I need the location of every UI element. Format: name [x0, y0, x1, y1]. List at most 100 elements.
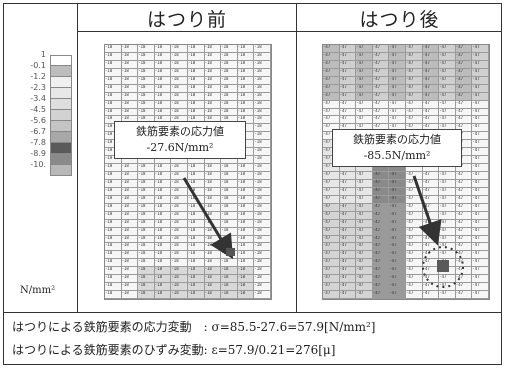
mesh-cell: -47	[389, 60, 406, 69]
mesh-cell: -47	[339, 76, 357, 85]
mesh-cell: -47	[356, 243, 373, 252]
mesh-cell: -47	[472, 132, 489, 141]
mesh-cell: -47	[455, 275, 473, 284]
mesh-cell: -18	[121, 259, 139, 268]
mesh-cell: -18	[221, 195, 238, 204]
mesh-cell: -18	[105, 227, 122, 236]
mesh-cell: -47	[356, 203, 373, 212]
mesh-cell: -18	[254, 211, 271, 220]
mesh-cell: -47	[389, 275, 406, 284]
callout-after: 鉄筋要素の応力値 -85.5N/mm²	[332, 129, 462, 167]
mesh-cell: -18	[237, 291, 255, 299]
mesh-cell: -18	[154, 45, 172, 53]
mesh-cell: -47	[323, 243, 340, 252]
mesh-cell: -18	[105, 275, 122, 284]
mesh-cell: -47	[372, 235, 390, 244]
mesh-cell: -47	[372, 92, 390, 101]
mesh-cell: -18	[237, 187, 255, 196]
mesh-cell: -18	[105, 243, 122, 252]
mesh-cell: -47	[372, 291, 390, 299]
mesh-cell: -18	[154, 259, 172, 268]
mesh-cell: -47	[339, 108, 357, 117]
mesh-cell: -18	[121, 283, 139, 292]
mesh-cell: -47	[455, 84, 473, 93]
mesh-cell: -47	[422, 203, 440, 212]
mesh-cell: -47	[356, 219, 373, 228]
mesh-cell: -47	[472, 140, 489, 149]
mesh-cell: -47	[472, 156, 489, 165]
legend-swatch	[50, 55, 72, 66]
mesh-cell: -18	[138, 195, 155, 204]
mesh-cell: -47	[356, 283, 373, 292]
mesh-cell: -18	[188, 45, 205, 53]
mesh-cell: -18	[121, 211, 139, 220]
mesh-cell: -18	[188, 267, 205, 276]
mesh-cell: -18	[204, 84, 222, 93]
mesh-cell: -47	[439, 108, 456, 117]
mesh-cell: -18	[154, 92, 172, 101]
mesh-cell: -47	[439, 179, 456, 188]
mesh-cell: -18	[204, 172, 222, 180]
mesh-cell: -47	[339, 243, 357, 252]
callout-after-title: 鉄筋要素の応力値	[353, 133, 441, 146]
mesh-cell: -18	[254, 92, 271, 101]
mesh-cell: -18	[121, 52, 139, 61]
mesh-cell: -18	[138, 275, 155, 284]
mesh-cell: -18	[188, 283, 205, 292]
mesh-cell: -47	[339, 251, 357, 260]
mesh-cell: -18	[154, 60, 172, 69]
mesh-cell: -47	[422, 283, 440, 292]
mesh-cell: -47	[389, 203, 406, 212]
mesh-cell: -47	[472, 259, 489, 268]
mesh-cell: -47	[356, 275, 373, 284]
mesh-cell: -47	[472, 100, 489, 109]
mesh-cell: -18	[138, 179, 155, 188]
mesh-cell: -18	[221, 267, 238, 276]
mesh-cell: -18	[121, 92, 139, 101]
mesh-cell: -18	[121, 219, 139, 228]
mesh-cell: -18	[105, 291, 122, 299]
mesh-cell: -47	[339, 227, 357, 236]
mesh-cell: -18	[254, 172, 271, 180]
mesh-cell: -47	[356, 92, 373, 101]
mesh-cell: -18	[138, 92, 155, 101]
mesh-cell: -18	[105, 283, 122, 292]
mesh-cell: -18	[121, 291, 139, 299]
mesh-cell: -18	[254, 156, 271, 165]
mesh-cell: -18	[204, 52, 222, 61]
mesh-cell: -18	[171, 172, 188, 180]
arrow-before	[182, 177, 234, 260]
mesh-cell: -18	[105, 259, 122, 268]
mesh-cell: -47	[406, 267, 423, 276]
mesh-cell: -18	[105, 108, 122, 117]
mesh-cell: -18	[121, 267, 139, 276]
mesh-cell: -47	[323, 52, 340, 61]
mesh-cell: -47	[472, 179, 489, 188]
mesh-cell: -18	[237, 235, 255, 244]
mesh-cell: -18	[254, 259, 271, 268]
mesh-cell: -47	[439, 84, 456, 93]
mesh-cell: -18	[171, 259, 188, 268]
mesh-cell: -47	[406, 203, 423, 212]
mesh-cell: -47	[339, 283, 357, 292]
mesh-cell: -18	[105, 172, 122, 180]
mesh-cell: -47	[406, 84, 423, 93]
mesh-cell: -47	[389, 227, 406, 236]
mesh-cell: -18	[138, 84, 155, 93]
mesh-cell: -47	[472, 291, 489, 299]
mesh-cell: -18	[105, 84, 122, 93]
mesh-cell: -18	[188, 227, 205, 236]
legend-color-bar	[50, 55, 72, 176]
mesh-cell: -18	[188, 84, 205, 93]
mesh-cell: -18	[254, 187, 271, 196]
legend-label: -2.3	[30, 83, 46, 92]
mesh-cell: -18	[204, 187, 222, 196]
mesh-cell: -18	[105, 76, 122, 85]
mesh-cell: -18	[171, 235, 188, 244]
mesh-cell: -18	[121, 243, 139, 252]
mesh-cell: -47	[455, 283, 473, 292]
mesh-cell: -18	[105, 68, 122, 77]
mesh-cell: -47	[422, 100, 440, 109]
mesh-cell: -18	[237, 45, 255, 53]
